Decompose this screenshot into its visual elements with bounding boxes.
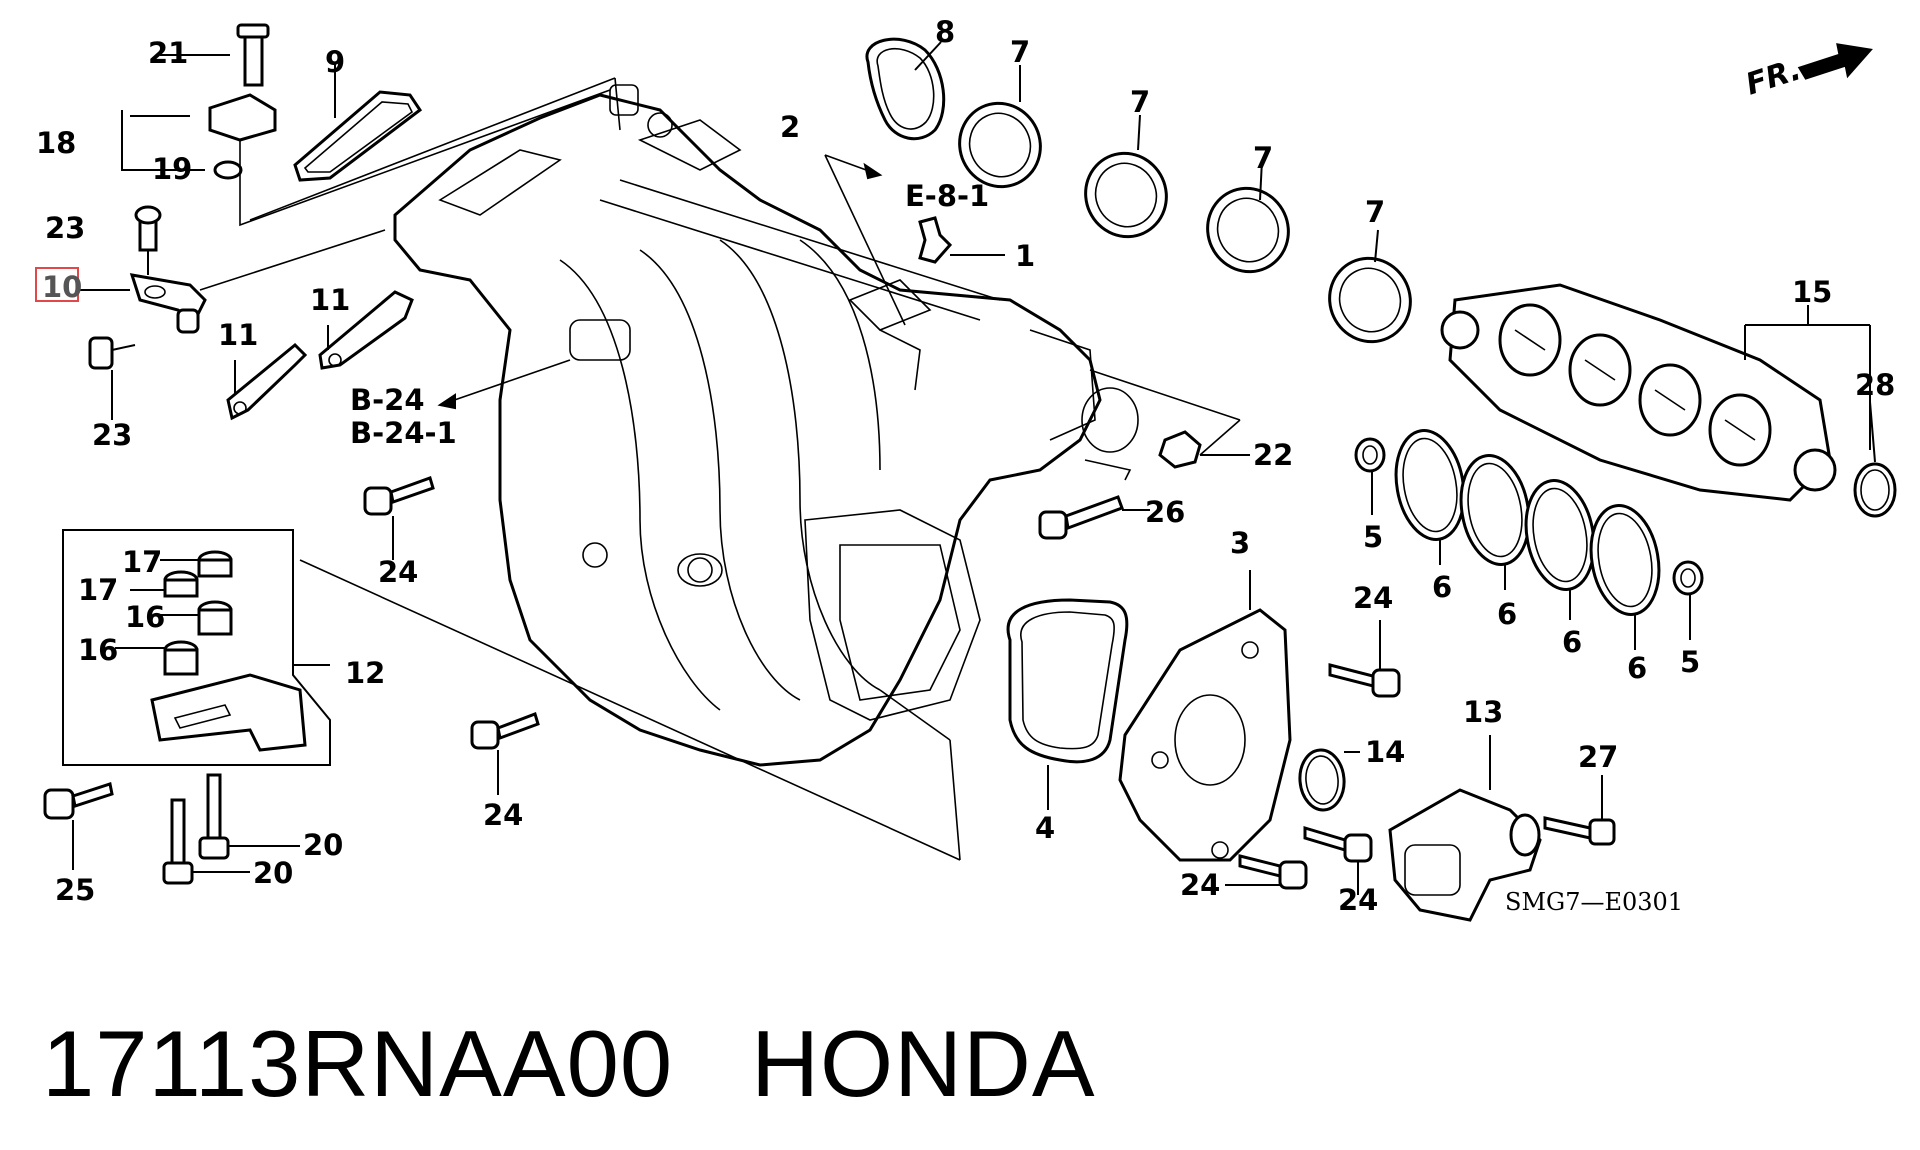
callout-24-b[interactable]: 24 <box>483 798 523 832</box>
callout-23-bottom[interactable]: 23 <box>92 418 132 452</box>
reference-b-24-1[interactable]: B-24-1 <box>350 416 457 450</box>
callout-6-b[interactable]: 6 <box>1497 597 1517 631</box>
assembly-guide-lines <box>199 77 1241 861</box>
callout-9[interactable]: 9 <box>325 45 345 79</box>
cover-plate-3 <box>1118 570 1292 862</box>
callout-7-b[interactable]: 7 <box>1130 85 1150 119</box>
callout-13[interactable]: 13 <box>1463 695 1503 729</box>
stay-11-group <box>226 290 414 421</box>
reference-b-24[interactable]: B-24 <box>350 383 425 417</box>
nut-22-bolt-26 <box>1038 430 1250 540</box>
o-ring-14 <box>1298 748 1360 812</box>
callout-3[interactable]: 3 <box>1230 526 1250 560</box>
bolts-20-25 <box>43 773 300 885</box>
gaskets-7-8 <box>865 37 1412 344</box>
callout-21[interactable]: 21 <box>148 36 188 70</box>
front-direction-label: FR. <box>1742 52 1806 102</box>
callout-1[interactable]: 1 <box>1015 239 1035 273</box>
reference-e-8-1[interactable]: E-8-1 <box>905 179 989 213</box>
callout-24-a[interactable]: 24 <box>378 555 418 589</box>
bolts-24-right <box>1225 620 1401 895</box>
callout-24-e[interactable]: 24 <box>1338 883 1378 917</box>
callout-27[interactable]: 27 <box>1578 740 1618 774</box>
imrc-valve-body-15 <box>1440 283 1897 518</box>
callout-6-a[interactable]: 6 <box>1432 570 1452 604</box>
o-rings-6 <box>1394 429 1661 650</box>
callout-15[interactable]: 15 <box>1792 275 1832 309</box>
callout-5-a[interactable]: 5 <box>1363 520 1383 554</box>
callout-4[interactable]: 4 <box>1035 811 1055 845</box>
brand-name: HONDA <box>751 1011 1096 1116</box>
callout-7-d[interactable]: 7 <box>1365 195 1385 229</box>
callout-24-d[interactable]: 24 <box>1180 868 1220 902</box>
callout-14[interactable]: 14 <box>1365 735 1405 769</box>
callout-19[interactable]: 19 <box>152 152 192 186</box>
callout-16-a[interactable]: 16 <box>125 600 165 634</box>
callout-11-left[interactable]: 11 <box>218 318 258 352</box>
callout-20-b[interactable]: 20 <box>253 856 293 890</box>
callout-18[interactable]: 18 <box>36 126 76 160</box>
front-direction-indicator: FR. <box>1742 43 1873 103</box>
bolts-24-left <box>363 476 540 795</box>
callout-17-b[interactable]: 17 <box>78 573 118 607</box>
part-number: 17113RNAA00 <box>42 1011 674 1116</box>
callout-11-right[interactable]: 11 <box>310 283 350 317</box>
callout-7-c[interactable]: 7 <box>1253 141 1273 175</box>
part-caption: 17113RNAA00 HONDA <box>42 1010 1096 1118</box>
callout-2[interactable]: 2 <box>780 110 800 144</box>
clip-1 <box>918 216 1005 264</box>
callout-17-a[interactable]: 17 <box>122 545 162 579</box>
bracket-10-group <box>78 205 207 420</box>
diagram-code: SMG7—E0301 <box>1505 888 1683 916</box>
callout-6-d[interactable]: 6 <box>1627 651 1647 685</box>
clips-5 <box>1354 437 1704 640</box>
intake-manifold <box>393 84 1139 767</box>
callout-25[interactable]: 25 <box>55 873 95 907</box>
map-sensor-group <box>121 23 611 227</box>
bracket-12-box <box>62 529 331 766</box>
gasket-9 <box>293 62 423 182</box>
water-outlet-13 <box>1388 735 1616 922</box>
callout-7-a[interactable]: 7 <box>1010 35 1030 69</box>
callout-24-c[interactable]: 24 <box>1353 581 1393 615</box>
callout-labels: 21 9 18 19 23 10 23 11 11 B-24 B-24-1 24… <box>35 15 1895 917</box>
gasket-4 <box>1006 598 1129 810</box>
callout-8[interactable]: 8 <box>935 15 955 49</box>
callout-20-a[interactable]: 20 <box>303 828 343 862</box>
callout-28[interactable]: 28 <box>1855 368 1895 402</box>
callout-23-top[interactable]: 23 <box>45 211 85 245</box>
callout-26[interactable]: 26 <box>1145 495 1185 529</box>
callout-16-b[interactable]: 16 <box>78 633 118 667</box>
callout-22[interactable]: 22 <box>1253 438 1293 472</box>
callout-10-highlight <box>35 267 79 302</box>
callout-6-c[interactable]: 6 <box>1562 625 1582 659</box>
reference-arrows <box>437 154 906 410</box>
callout-5-b[interactable]: 5 <box>1680 645 1700 679</box>
callout-12[interactable]: 12 <box>345 656 385 690</box>
callout-10[interactable]: 10 <box>42 270 82 304</box>
